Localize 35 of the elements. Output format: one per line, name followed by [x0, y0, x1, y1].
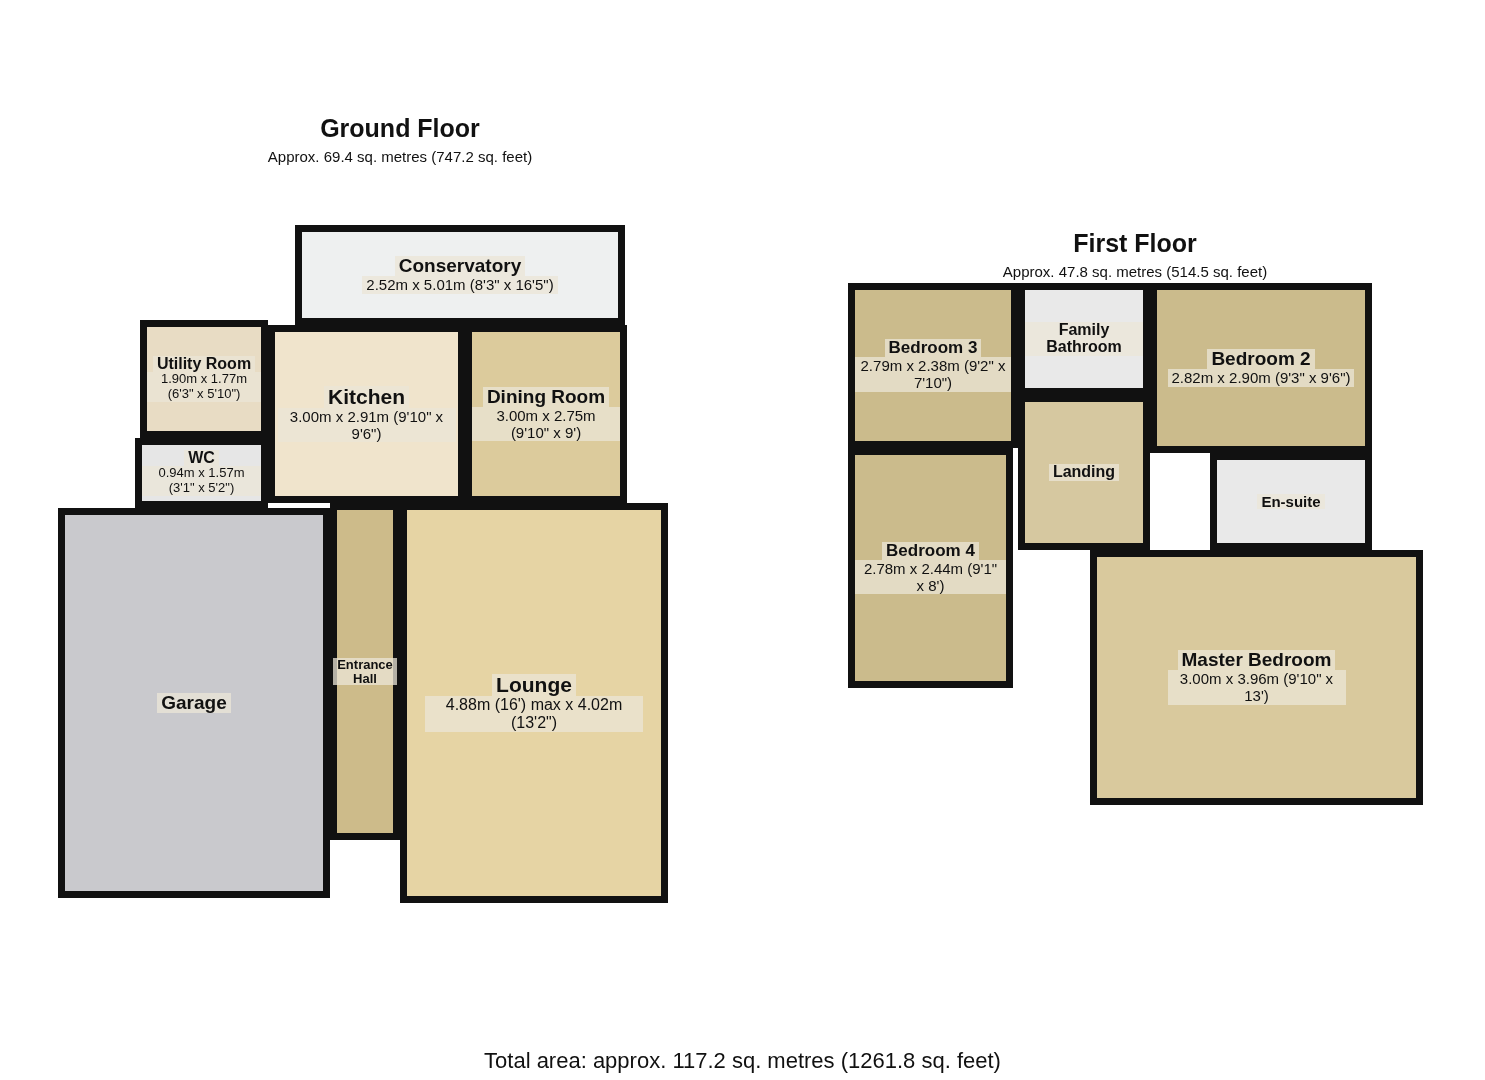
room-name: Bedroom 3 [884, 339, 982, 358]
room-dimensions: 2.52m x 5.01m (8'3" x 16'5") [362, 276, 558, 294]
room-dimensions: 4.88m (16') max x 4.02m (13'2") [425, 695, 643, 733]
room-name: Dining Room [482, 386, 610, 407]
room-name: Bedroom 2 [1207, 349, 1315, 370]
room-floor [1090, 550, 1423, 805]
room-name: Utility Room [152, 355, 256, 373]
room-dimensions: 2.79m x 2.38m (9'2" x 7'10") [855, 357, 1011, 392]
room-name: En-suite [1257, 493, 1325, 510]
room-name: Family Bathroom [1025, 322, 1143, 356]
room-dimensions: 3.00m x 2.91m (9'10" x 9'6") [277, 407, 456, 443]
room-name: Kitchen [324, 385, 409, 408]
room-name: WC [184, 449, 219, 467]
room-name: Lounge [492, 673, 576, 696]
room-dimensions: 2.78m x 2.44m (9'1" x 8') [855, 559, 1006, 595]
floor-title: Ground Floor [319, 114, 481, 143]
room-dimensions: 3.00m x 2.75m (9'10" x 9') [472, 406, 620, 442]
room-floor [295, 225, 625, 325]
room-name: Master Bedroom [1177, 650, 1336, 671]
room-dimensions: 0.94m x 1.57m (3'1" x 5'2") [142, 466, 261, 497]
room-dimensions: 1.90m x 1.77m (6'3" x 5'10") [147, 372, 261, 403]
room-floor [848, 448, 1013, 688]
floor-area-note: Approx. 69.4 sq. metres (747.2 sq. feet) [266, 148, 534, 165]
floor-title: First Floor [1072, 229, 1198, 258]
room-name: Garage [157, 693, 231, 713]
room-name: Bedroom 4 [882, 541, 979, 560]
room-floor [58, 508, 330, 898]
total-area-caption: Total area: approx. 117.2 sq. metres (1261.8 sq. feet) [483, 1048, 1002, 1074]
room-floor [1018, 395, 1150, 550]
room-dimensions: 3.00m x 3.96m (9'10" x 13') [1167, 670, 1346, 705]
room-name: Conservatory [394, 256, 526, 277]
room-dimensions: 2.82m x 2.90m (9'3" x 9'6") [1167, 369, 1355, 387]
room-name: Landing [1048, 464, 1120, 481]
room-name: Entrance Hall [333, 657, 397, 686]
floor-area-note: Approx. 47.8 sq. metres (514.5 sq. feet) [1001, 263, 1269, 280]
